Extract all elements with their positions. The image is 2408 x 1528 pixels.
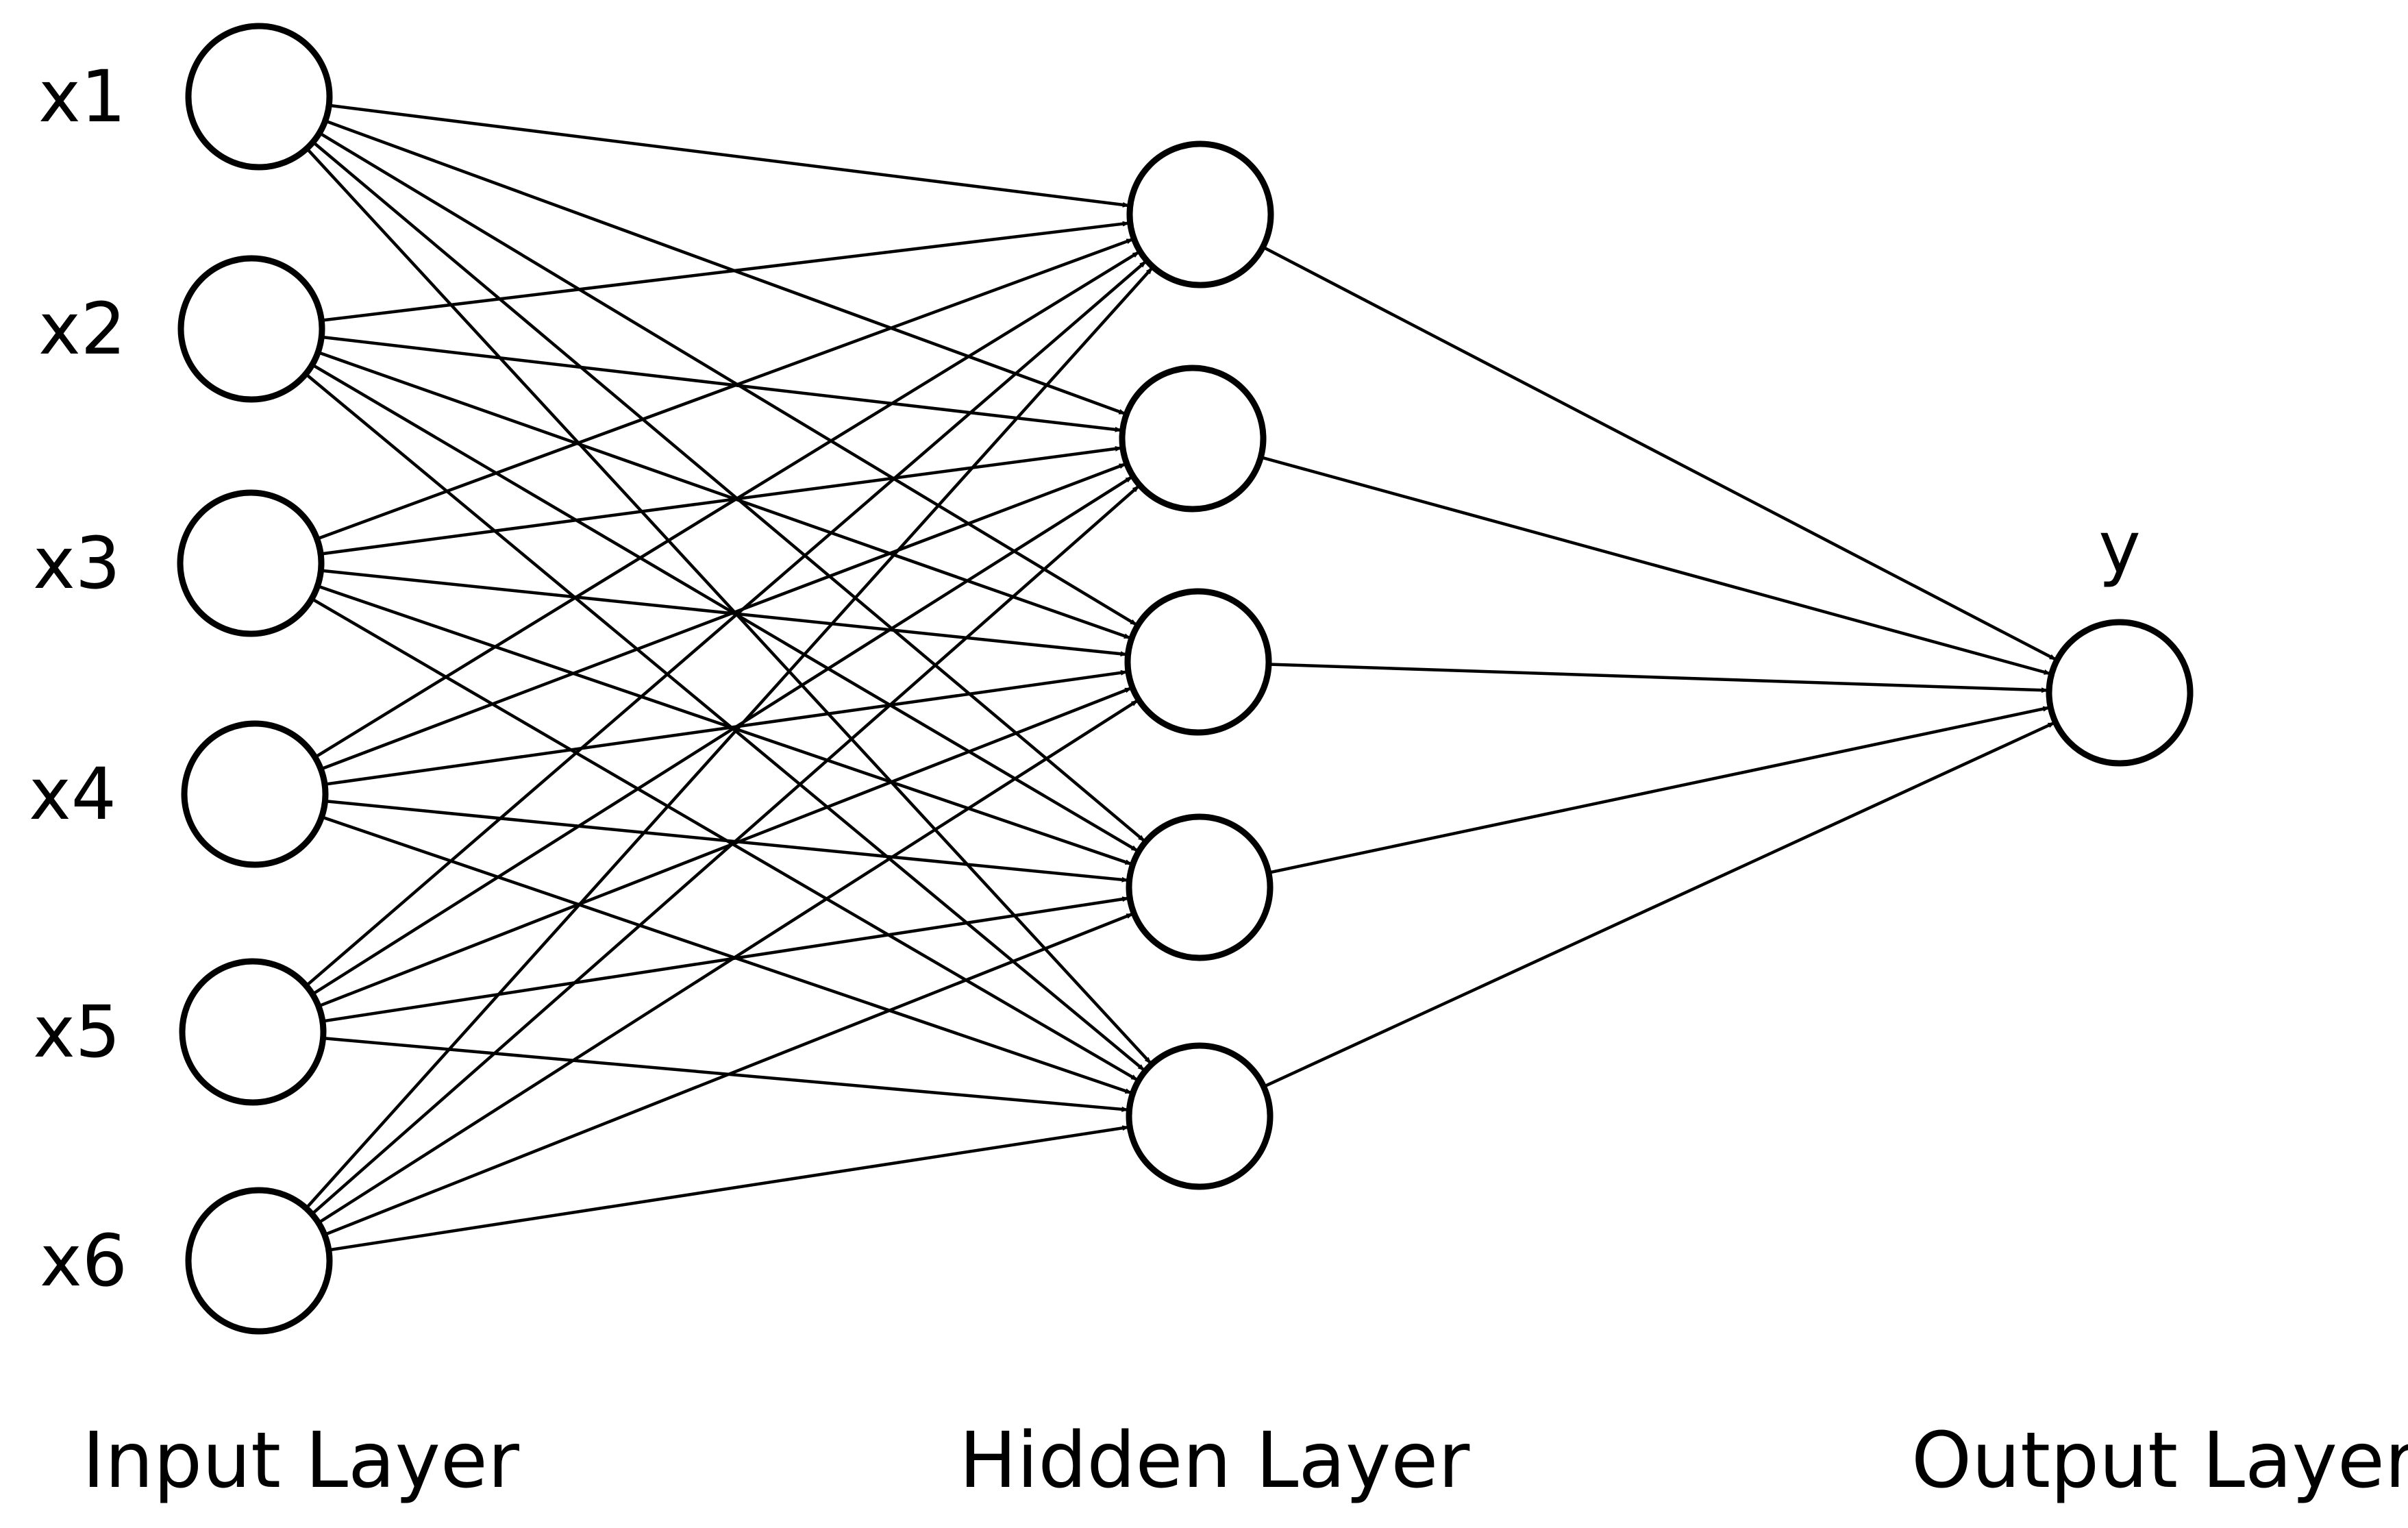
edge-x4-to-hidden-5 bbox=[321, 815, 1132, 1095]
edge-x5-to-hidden-3 bbox=[318, 687, 1132, 1008]
edge-x5-to-hidden-1 bbox=[305, 260, 1147, 987]
edge-x6-to-hidden-4 bbox=[323, 912, 1134, 1237]
input-label-x5: x5 bbox=[33, 990, 121, 1074]
edge-x4-to-hidden-3 bbox=[324, 669, 1128, 786]
edge-hidden-1-to-y bbox=[1262, 245, 2057, 661]
input-node-x3 bbox=[177, 489, 325, 637]
edge-x2-to-hidden-3 bbox=[317, 351, 1131, 640]
edge-x1-to-hidden-5 bbox=[306, 147, 1152, 1065]
hidden-node-4 bbox=[1126, 813, 1274, 961]
input-node-x6 bbox=[185, 1187, 333, 1335]
edge-x4-to-hidden-2 bbox=[320, 463, 1126, 771]
edge-x3-to-hidden-1 bbox=[316, 238, 1134, 541]
edge-x6-to-hidden-2 bbox=[310, 484, 1140, 1216]
edge-x4-to-hidden-4 bbox=[325, 799, 1129, 883]
edge-x2-to-hidden-5 bbox=[304, 373, 1145, 1072]
output-node-y bbox=[2046, 619, 2194, 767]
edge-x1-to-hidden-1 bbox=[328, 103, 1130, 208]
edge-hidden-2-to-y bbox=[1260, 456, 2051, 676]
hidden-node-2 bbox=[1119, 365, 1267, 513]
edge-x6-to-hidden-1 bbox=[305, 267, 1154, 1209]
edge-x4-to-hidden-1 bbox=[314, 250, 1140, 759]
input-label-x2: x2 bbox=[38, 287, 126, 371]
edge-x1-to-hidden-3 bbox=[319, 132, 1138, 626]
input-node-x2 bbox=[177, 255, 325, 403]
neuron-nodes bbox=[177, 23, 2194, 1335]
hidden-node-5 bbox=[1126, 1042, 1274, 1190]
hidden-layer-caption: Hidden Layer bbox=[959, 1416, 1470, 1505]
input-node-x4 bbox=[181, 720, 329, 868]
edge-x5-to-hidden-2 bbox=[311, 476, 1133, 996]
connection-edges bbox=[304, 103, 2057, 1252]
input-layer-caption: Input Layer bbox=[82, 1416, 520, 1505]
input-node-x1 bbox=[185, 23, 333, 171]
edge-x2-to-hidden-4 bbox=[311, 363, 1139, 852]
hidden-node-1 bbox=[1126, 140, 1274, 288]
input-label-x4: x4 bbox=[29, 752, 116, 836]
edge-x6-to-hidden-5 bbox=[328, 1125, 1130, 1252]
node-labels: x1 x2 x3 x4 x5 x6 y bbox=[29, 55, 2141, 1303]
edge-x2-to-hidden-2 bbox=[321, 335, 1122, 432]
edge-hidden-3-to-y bbox=[1268, 663, 2049, 693]
input-label-x6: x6 bbox=[40, 1219, 127, 1303]
output-layer-caption: Output Layer bbox=[1911, 1416, 2408, 1505]
edge-x5-to-hidden-4 bbox=[322, 896, 1130, 1023]
edge-x2-to-hidden-1 bbox=[321, 221, 1130, 322]
input-label-x1: x1 bbox=[38, 55, 126, 138]
edge-x3-to-hidden-2 bbox=[320, 445, 1122, 556]
edge-x6-to-hidden-3 bbox=[317, 699, 1139, 1224]
edge-x1-to-hidden-4 bbox=[312, 140, 1146, 843]
hidden-node-3 bbox=[1124, 588, 1272, 736]
edge-x3-to-hidden-4 bbox=[316, 584, 1132, 866]
input-node-x5 bbox=[179, 958, 327, 1106]
edge-hidden-4-to-y bbox=[1268, 706, 2050, 874]
edge-hidden-5-to-y bbox=[1263, 721, 2055, 1088]
input-label-x3: x3 bbox=[33, 521, 121, 605]
output-label-y: y bbox=[2098, 506, 2141, 589]
edge-x3-to-hidden-3 bbox=[321, 569, 1128, 657]
edge-x1-to-hidden-2 bbox=[324, 119, 1126, 416]
